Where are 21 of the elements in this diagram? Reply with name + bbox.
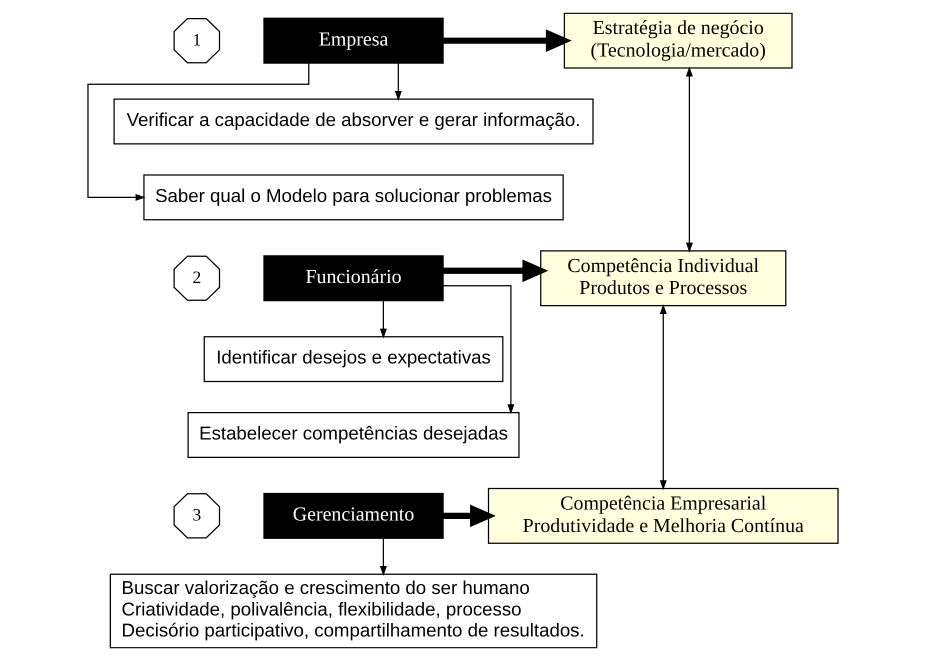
node-box: Estratégia de negócio (Tecnologia/mercado): [564, 12, 793, 69]
node-box: Empresa: [263, 18, 444, 64]
arrow: [380, 538, 387, 576]
node-box: Competência Individual Produtos e Processos: [540, 250, 786, 306]
node-box: Verificar a capacidade de absorver e gerar informação.: [113, 98, 594, 145]
node-box: Buscar valorização e crescimento do ser humano Criatividade, polivalência, flexibilidade, processo Decisório participativo, compartilhamento de resultados.: [110, 574, 598, 648]
arrow: [443, 504, 496, 528]
node-box: Funcionário: [263, 255, 444, 302]
node-box: Gerenciamento: [263, 492, 444, 539]
node-box: Estabelecer competências desejadas: [187, 412, 520, 458]
arrow: [660, 304, 667, 490]
arrow: [443, 260, 548, 282]
arrow: [380, 300, 387, 339]
arrow: [394, 63, 402, 102]
arrow: [443, 285, 514, 414]
node-box: Identificar desejos e expectativas: [204, 336, 504, 382]
arrow: [87, 63, 310, 201]
node-box: Competência Empresarial Produtividade e Melhoria Contínua: [488, 488, 839, 544]
node-box: Saber qual o Modelo para solucionar problemas: [143, 174, 564, 220]
arrow: [443, 29, 572, 52]
arrow: [686, 66, 693, 253]
